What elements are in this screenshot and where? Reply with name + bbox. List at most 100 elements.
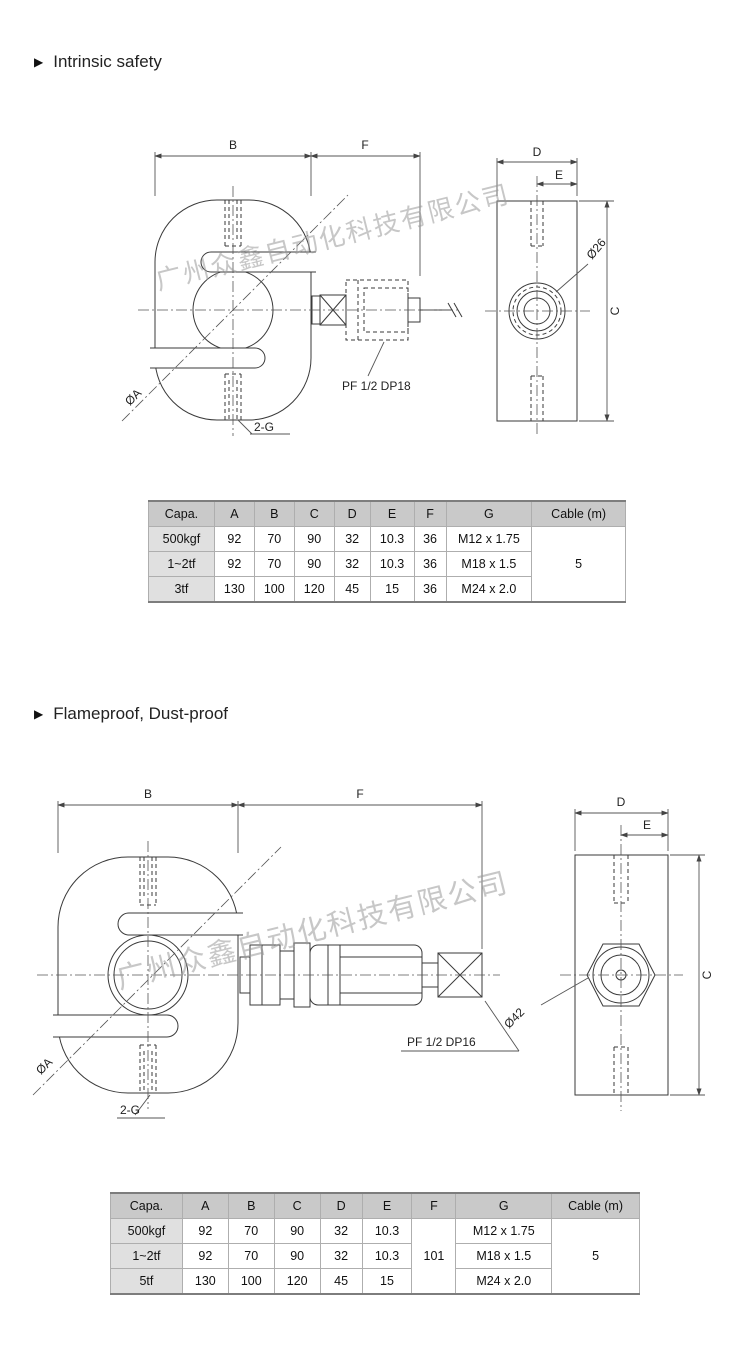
cable-length-cell: 5 [531,526,626,603]
table-cell: 15 [361,1268,413,1295]
label-2g: 2-G [254,420,274,434]
table-cell: 92 [213,551,255,577]
table-cell: 90 [273,1218,321,1244]
dim-label-e: E [555,168,563,182]
capacity-cell: 1~2tf [148,551,215,577]
column-header: Capa. [148,500,215,527]
table-row: 1~2tf 92 70 90 32 10.3 36 M18 x 1.5 [148,551,626,577]
table-cell: 130 [181,1268,229,1295]
dim-label-c: C [700,970,714,979]
column-header: F [413,500,447,527]
label-2g: 2-G [120,1103,140,1117]
section-title-flameproof: ▶ Flameproof, Dust-proof [34,704,228,724]
table-cell: 45 [319,1268,363,1295]
dimension-table-flameproof: Capa. A B C D E F G Cable (m) 500kgf 92 … [110,1192,640,1295]
table-cell: 92 [181,1218,229,1244]
table-cell: 100 [253,576,295,603]
table-cell: 32 [333,551,371,577]
column-header: C [293,500,335,527]
table-cell: 10.3 [369,551,415,577]
label-dia-42: Ø42 [501,1005,527,1031]
capacity-cell: 1~2tf [110,1243,183,1269]
threaded-hole-bottom [224,373,242,420]
label-conduit-pf: PF 1/2 DP16 [407,1035,476,1049]
technical-drawing-intrinsic: B F D E C ØA Ø26 2-G PF 1/2 DP18 广州众鑫自动化… [121,138,622,436]
dimension-lines [154,152,614,435]
table-cell: 36 [413,526,447,552]
centerlines-front [32,841,500,1109]
table-row: 3tf 130 100 120 45 15 36 M24 x 2.0 [148,576,626,603]
column-header: Capa. [110,1192,183,1219]
column-header: A [181,1192,229,1219]
table-cell: M12 x 1.75 [445,526,533,552]
column-header: B [253,500,295,527]
table-cell: 70 [253,526,295,552]
table-cell: M12 x 1.75 [455,1218,553,1244]
table-cell: 45 [333,576,371,603]
column-header: E [361,1192,413,1219]
column-header: Cable (m) [551,1192,640,1219]
table-cell: 70 [227,1218,275,1244]
dim-label-e: E [643,818,651,832]
table-cell: 120 [293,576,335,603]
table-cell: 36 [413,576,447,603]
table-cell: 100 [227,1268,275,1295]
section-title-text: Flameproof, Dust-proof [53,704,229,723]
threaded-hole-bottom [139,1044,157,1093]
dimension-table-intrinsic: Capa. A B C D E F G Cable (m) 500kgf 92 … [148,500,626,603]
column-header: D [319,1192,363,1219]
drawing-intrinsic-safety: B F D E C ØA Ø26 2-G PF 1/2 DP18 广州众鑫自动化… [100,128,660,473]
table-cell: 70 [227,1243,275,1269]
table-cell: 90 [273,1243,321,1269]
label-dia-26: Ø26 [584,235,610,262]
dim-label-c: C [608,306,622,315]
f-merged-cell: 101 [411,1218,457,1295]
table-row: 5tf 130 100 120 45 15 M24 x 2.0 [110,1268,640,1295]
table-cell: 10.3 [361,1218,413,1244]
table-cell: 36 [413,551,447,577]
table-cell: M18 x 1.5 [455,1243,553,1269]
column-header: Cable (m) [531,500,626,527]
column-header: B [227,1192,275,1219]
table-cell: 92 [181,1243,229,1269]
threaded-hole-top [139,857,157,906]
table-cell: M24 x 2.0 [445,576,533,603]
capacity-cell: 3tf [148,576,215,603]
section-bullet-icon: ▶ [34,55,44,69]
dim-label-b: B [229,138,237,152]
column-header: A [213,500,255,527]
column-header: G [455,1192,553,1219]
column-header: C [273,1192,321,1219]
capacity-cell: 5tf [110,1268,183,1295]
cable-length-cell: 5 [551,1218,640,1295]
table-cell: 32 [319,1243,363,1269]
table-cell: M18 x 1.5 [445,551,533,577]
section-bullet-icon: ▶ [34,707,44,721]
section-title-intrinsic-safety: ▶ Intrinsic safety [34,52,162,72]
technical-drawing-flameproof: B F D E C ØA Ø42 2-G PF 1/2 DP16 广州众鑫自动化… [32,787,714,1119]
dim-label-d: D [617,795,626,809]
dim-label-d: D [533,145,542,159]
table-cell: 130 [213,576,255,603]
dim-label-f: F [361,138,368,152]
table-cell: 15 [369,576,415,603]
side-view [560,825,683,1111]
table-cell: 10.3 [369,526,415,552]
capacity-cell: 500kgf [110,1218,183,1244]
table-row: 1~2tf 92 70 90 32 10.3 M18 x 1.5 [110,1243,640,1269]
column-header: D [333,500,371,527]
label-dia-a: ØA [33,1055,55,1077]
table-cell: 70 [253,551,295,577]
dim-label-b: B [144,787,152,801]
label-conduit-pf: PF 1/2 DP18 [342,379,411,393]
table-cell: 92 [213,526,255,552]
table-cell: 32 [319,1218,363,1244]
table-cell: 10.3 [361,1243,413,1269]
table-row: 500kgf 92 70 90 32 10.3 36 M12 x 1.75 5 [148,526,626,603]
table-cell: 32 [333,526,371,552]
capacity-cell: 500kgf [148,526,215,552]
table-cell: 120 [273,1268,321,1295]
dim-label-f: F [356,787,363,801]
section-title-text: Intrinsic safety [53,52,162,71]
